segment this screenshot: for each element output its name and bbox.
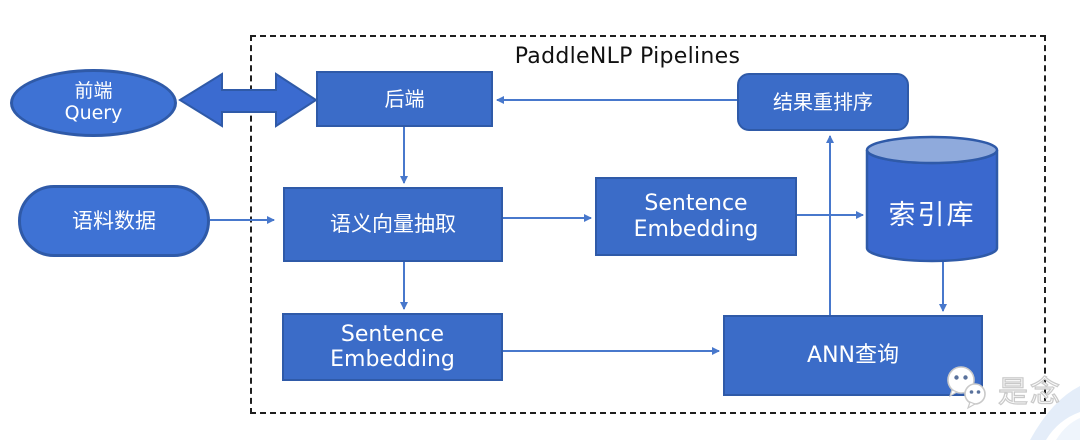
semantic-vector-extract-label: 语义向量抽取 (330, 212, 456, 237)
pipelines-container-box (250, 35, 1046, 414)
result-rerank-label: 结果重排序 (773, 89, 873, 114)
backend-label: 后端 (384, 86, 425, 111)
node-result-rerank: 结果重排序 (737, 73, 909, 131)
node-backend: 后端 (316, 71, 493, 127)
watermark-text: 是念 (997, 374, 1062, 410)
diagram-title: PaddleNLP Pipelines (514, 44, 741, 69)
ann-query-label: ANN查询 (807, 342, 899, 368)
watermark: 是念 (942, 364, 1072, 414)
sentence-embedding-query-label: Sentence Embedding (633, 191, 759, 242)
wechat-icon (947, 366, 986, 410)
corpus-data-label: 语料数据 (72, 208, 156, 233)
sentence-embedding-corpus-label: Sentence Embedding (330, 321, 455, 372)
index-store-label: 索引库 (888, 200, 976, 231)
node-sentence-embedding-query: Sentence Embedding (595, 177, 797, 256)
node-sentence-embedding-corpus: Sentence Embedding (282, 313, 503, 381)
node-semantic-vector-extract: 语义向量抽取 (283, 187, 503, 262)
node-corpus-data: 语料数据 (18, 185, 210, 257)
node-frontend-query: 前端 Query (10, 69, 177, 137)
frontend-query-label: 前端 Query (64, 80, 123, 124)
node-ann-query: ANN查询 (723, 315, 983, 396)
